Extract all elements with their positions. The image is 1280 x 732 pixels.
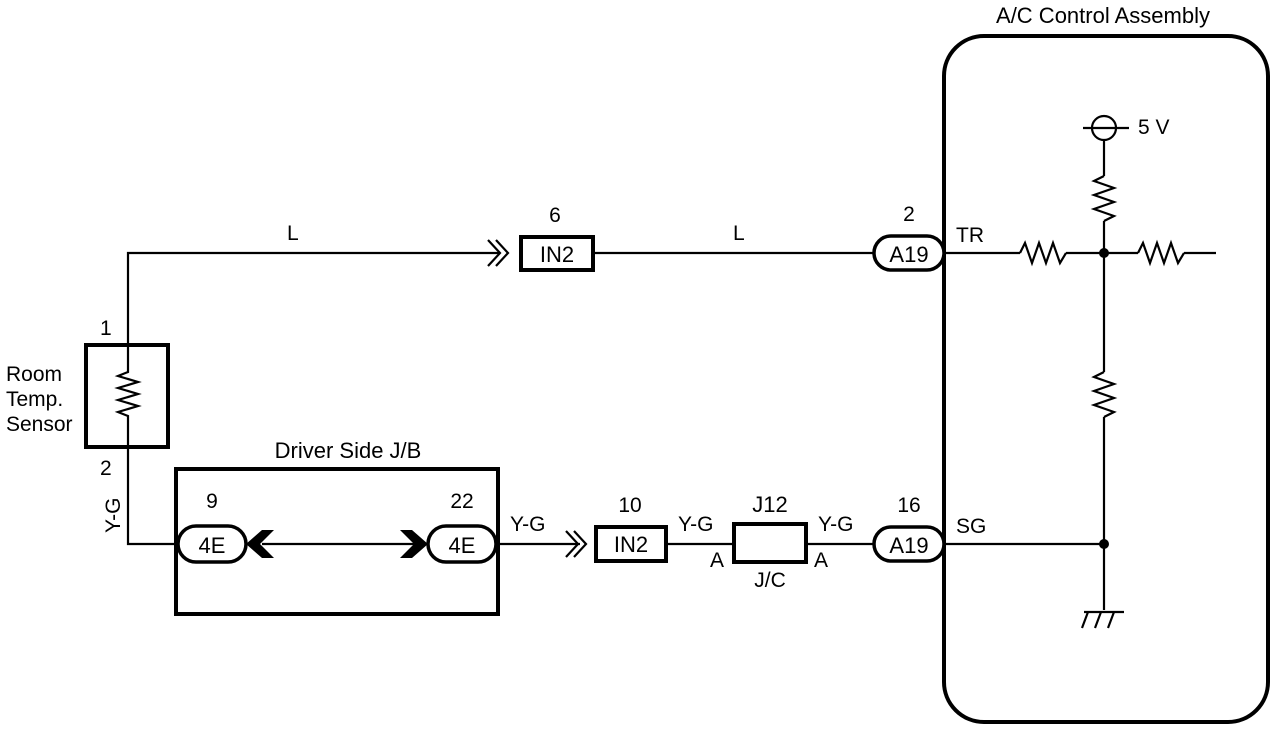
- j12-caption: J/C: [754, 569, 786, 592]
- in2-upper-pin: 6: [549, 204, 561, 227]
- sensor-label-line3: Sensor: [6, 413, 73, 436]
- wire-l-right-label: L: [733, 222, 745, 245]
- wire-yg-after-jc-label: Y-G: [818, 513, 853, 536]
- jb-right-chevron: [400, 530, 428, 558]
- driver-side-jb-box: [174, 467, 500, 616]
- wire-yg-sensor-label: Y-G: [102, 498, 125, 533]
- sensor-resistor: [114, 345, 142, 447]
- a19-lower-label: A19: [889, 533, 928, 558]
- jb-left-chevron: [246, 530, 274, 558]
- a19-upper-connector: [872, 234, 946, 272]
- a19-lower-pin: 16: [897, 494, 920, 517]
- j12-id: J12: [752, 492, 787, 517]
- terminal-tr-label: TR: [956, 224, 984, 247]
- jb-left-pin: 9: [206, 490, 218, 513]
- jb-right-label: 4E: [449, 533, 476, 558]
- ac-control-assembly-title: A/C Control Assembly: [996, 3, 1210, 28]
- a19-upper-label: A19: [889, 242, 928, 267]
- jc-left-pin: A: [710, 549, 724, 572]
- driver-side-jb-title: Driver Side J/B: [275, 438, 422, 463]
- connector-arrow-in2-lower: [565, 530, 580, 558]
- sensor-pin-top: 1: [100, 317, 112, 340]
- terminal-sg-label: SG: [956, 515, 986, 538]
- sensor-label-line2: Temp.: [6, 388, 63, 411]
- sensor-pin-bottom: 2: [100, 457, 112, 480]
- wire-yg-after-in2-label: Y-G: [678, 513, 713, 536]
- ac-internal-circuit: [944, 114, 1216, 629]
- in2-lower-pin: 10: [618, 494, 641, 517]
- jb-right-pin: 22: [450, 490, 473, 513]
- wire-l-left-label: L: [287, 222, 299, 245]
- wire-yg-sensor: [126, 447, 178, 546]
- in2-upper-label: IN2: [540, 242, 574, 267]
- wire-yg-after-jb-label: Y-G: [510, 513, 545, 536]
- wire-l-left: [126, 251, 500, 345]
- sensor-label-line1: Room: [6, 363, 62, 386]
- j12-junction-connector: [732, 522, 808, 564]
- ac-control-assembly-box: [942, 34, 1270, 724]
- jb-left-label: 4E: [199, 533, 226, 558]
- supply-voltage-label: 5 V: [1138, 116, 1170, 139]
- jc-right-pin: A: [814, 549, 828, 572]
- connector-arrow-in2-upper: [487, 239, 502, 267]
- a19-upper-pin: 2: [903, 203, 915, 226]
- in2-lower-label: IN2: [614, 532, 648, 557]
- a19-lower-connector: [872, 525, 946, 563]
